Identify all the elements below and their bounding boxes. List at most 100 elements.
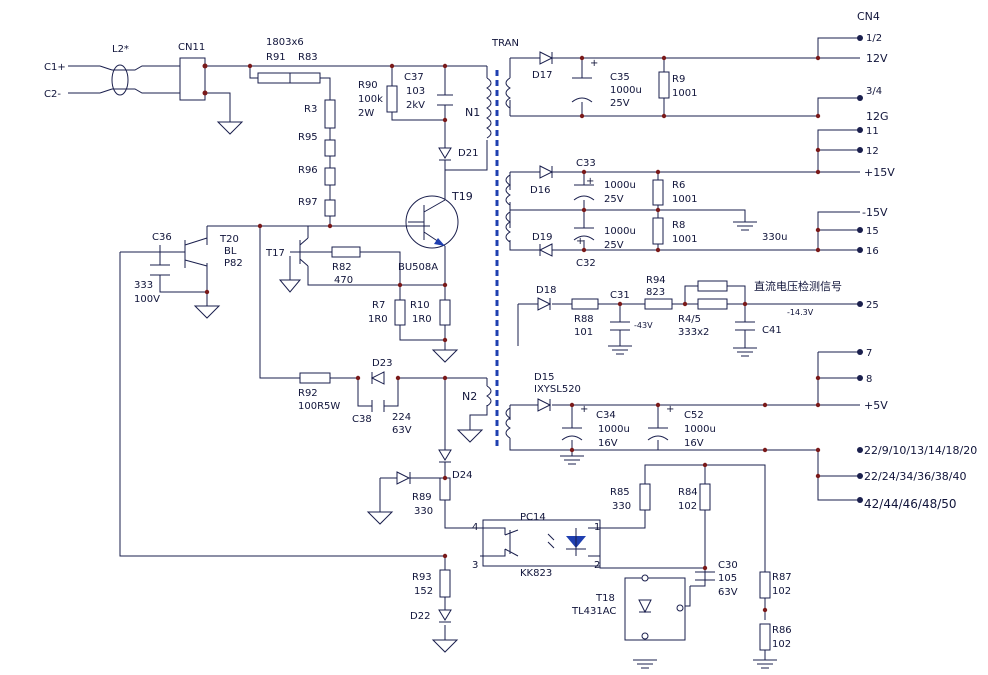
label-pin-16: 16 xyxy=(866,246,879,257)
label-c30-voltage: 63V xyxy=(718,587,738,598)
label-d17: D17 xyxy=(532,70,552,81)
label-t17: T17 xyxy=(265,248,285,259)
label-r87: R87 xyxy=(772,572,792,583)
label-c2: C2- xyxy=(44,89,61,100)
label-r87-value: 102 xyxy=(772,586,791,597)
label-c34-voltage: 16V xyxy=(598,438,618,449)
label-pin-3: 3 xyxy=(472,560,478,571)
label-r89: R89 xyxy=(412,492,432,503)
label-r85-value: 330 xyxy=(612,501,631,512)
label-r84-value: 102 xyxy=(678,501,697,512)
output-pin-dots xyxy=(857,35,863,503)
label-c37: C37 xyxy=(404,72,424,83)
label-pin-1-2: 1/2 xyxy=(866,33,882,44)
label-12g: 12G xyxy=(866,110,889,123)
label-r85: R85 xyxy=(610,487,630,498)
label-r88: R88 xyxy=(574,314,594,325)
label-r3: R3 xyxy=(304,104,317,115)
label-n2: N2 xyxy=(462,390,477,403)
label-pin-7: 7 xyxy=(866,348,872,359)
label-pin-4: 4 xyxy=(472,522,478,533)
label-t20: T20 xyxy=(219,234,239,245)
label-d15-part: IXYSL520 xyxy=(534,384,581,395)
regulator-t18 xyxy=(624,577,686,641)
label-c32-plus: + xyxy=(576,236,584,247)
label-r94: R94 xyxy=(646,275,666,286)
label-plus-5v: +5V xyxy=(864,399,888,412)
optocoupler-pc14 xyxy=(482,519,601,567)
label-d15: D15 xyxy=(534,372,554,383)
label-pin-15: 15 xyxy=(866,226,879,237)
label-dc-voltage-signal: 直流电压检测信号 xyxy=(754,279,842,293)
label-c30-value: 105 xyxy=(718,573,737,584)
label-t20-a: BL xyxy=(224,246,237,257)
label-330u: 330u xyxy=(762,232,787,243)
label-ground-pins-c: 42/44/46/48/50 xyxy=(864,497,957,511)
label-tl431ac: TL431AC xyxy=(571,606,616,617)
label-c35-value: 1000u xyxy=(610,85,642,96)
label-r82: R82 xyxy=(332,262,352,273)
junction-dots xyxy=(202,55,821,613)
label-c35: C35 xyxy=(610,72,630,83)
label-pin-8: 8 xyxy=(866,374,872,385)
label-pin-2: 2 xyxy=(594,560,600,571)
label-r94-value: 823 xyxy=(646,287,665,298)
label-t18: T18 xyxy=(595,593,615,604)
label-c31: C31 xyxy=(610,290,630,301)
label-c33-plus: + xyxy=(586,176,594,187)
label-c38-value: 224 xyxy=(392,412,411,423)
label-r10: R10 xyxy=(410,300,430,311)
label-c33-value: 1000u xyxy=(604,180,636,191)
label-r90-power: 2W xyxy=(358,108,374,119)
label-12v: 12V xyxy=(866,52,888,65)
label-r83: R83 xyxy=(298,52,318,63)
label-c34: C34 xyxy=(596,410,616,421)
diodes xyxy=(370,51,554,623)
label-c34-value: 1000u xyxy=(598,424,630,435)
label-c36-voltage: 100V xyxy=(134,294,160,305)
label-r82-value: 470 xyxy=(334,275,353,286)
label-d19: D19 xyxy=(532,232,552,243)
label-n1: N1 xyxy=(465,106,480,119)
label-neg-43v: -43V xyxy=(634,321,653,330)
label-c52-plus: + xyxy=(666,404,674,415)
label-r90-value: 100k xyxy=(358,94,383,105)
transistors xyxy=(175,195,459,268)
label-r8: R8 xyxy=(672,220,685,231)
label-r6: R6 xyxy=(672,180,685,191)
label-c33: C33 xyxy=(576,158,596,169)
label-r92-value: 100R5W xyxy=(298,401,340,412)
label-minus-15v: -15V xyxy=(862,206,888,219)
ground-symbols xyxy=(193,121,777,669)
label-pc14: PC14 xyxy=(520,512,546,523)
label-r89-value: 330 xyxy=(414,506,433,517)
label-c52-voltage: 16V xyxy=(684,438,704,449)
label-r10-value: 1R0 xyxy=(412,314,432,325)
label-kk823: KK823 xyxy=(520,568,552,579)
label-r4-5: R4/5 xyxy=(678,314,701,325)
label-c32: C32 xyxy=(576,258,596,269)
label-r91-value: 1803x6 xyxy=(266,37,304,48)
label-c35-voltage: 25V xyxy=(610,98,630,109)
label-c35-plus: + xyxy=(590,58,598,69)
label-r93-value: 152 xyxy=(414,586,433,597)
label-d16: D16 xyxy=(530,185,550,196)
transformer-windings xyxy=(486,77,511,439)
label-l2: L2* xyxy=(112,44,129,55)
label-c37-value: 103 xyxy=(406,86,425,97)
label-neg-14-3v: -14.3V xyxy=(787,308,814,317)
label-c30: C30 xyxy=(718,560,738,571)
label-c38-voltage: 63V xyxy=(392,425,412,436)
label-cn4: CN4 xyxy=(857,10,880,23)
label-c32-voltage: 25V xyxy=(604,240,624,251)
label-pin-12: 12 xyxy=(866,146,879,157)
label-d21: D21 xyxy=(458,148,478,159)
label-r9: R9 xyxy=(672,74,685,85)
label-r91: R91 xyxy=(266,52,286,63)
label-r7-value: 1R0 xyxy=(368,314,388,325)
label-r7: R7 xyxy=(372,300,385,311)
label-c36: C36 xyxy=(152,232,172,243)
label-bu508a: BU508A xyxy=(398,262,438,273)
